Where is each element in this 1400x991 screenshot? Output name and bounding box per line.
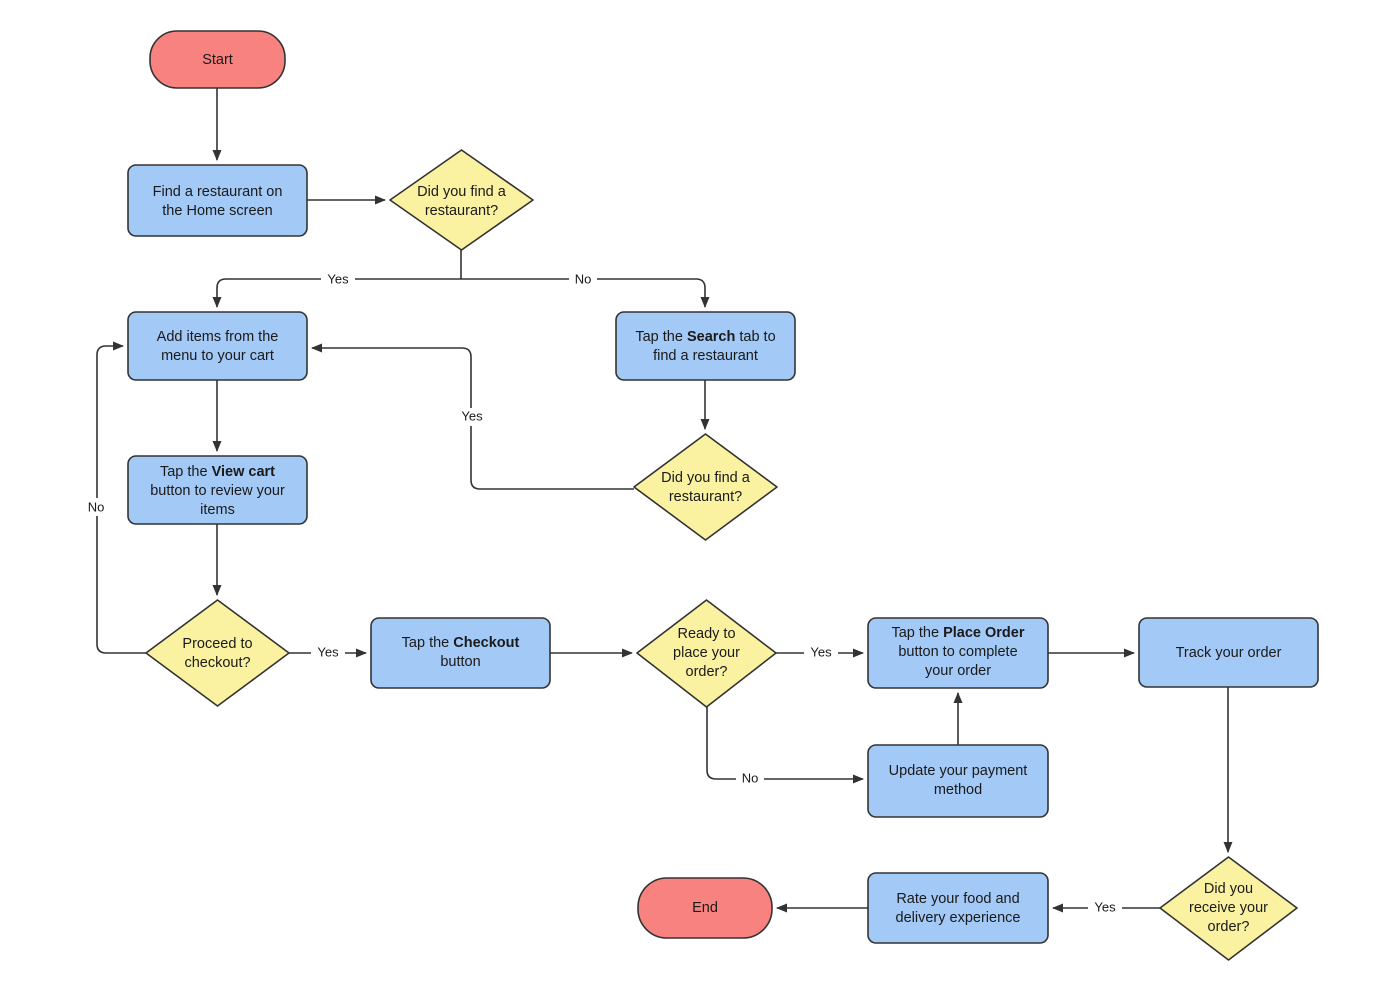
node-ready-line3: order? bbox=[686, 664, 728, 680]
node-update-payment-line2: method bbox=[934, 782, 982, 798]
node-ready-line2: place your bbox=[673, 645, 740, 661]
node-add-items-line1: Add items from the bbox=[157, 329, 279, 345]
node-decision-found-restaurant-1[interactable]: Did you find a restaurant? bbox=[389, 149, 534, 251]
node-add-items-line2: menu to your cart bbox=[161, 348, 274, 364]
edge-label-ready-no: No bbox=[742, 770, 759, 785]
edge-ready-q-no-to-update-payment bbox=[706, 707, 864, 784]
edge-label-received-yes: Yes bbox=[1094, 899, 1116, 914]
edge-found-q1-yes-to-add-items bbox=[212, 278, 461, 308]
node-tap-view-cart[interactable]: Tap the View cart button to review your … bbox=[127, 455, 308, 525]
node-start[interactable]: Start bbox=[149, 30, 286, 89]
edge-label-q1-no: No bbox=[575, 271, 592, 286]
node-found-q2-line1: Did you find a bbox=[661, 470, 751, 486]
node-rate-experience[interactable]: Rate your food and delivery experience bbox=[867, 872, 1049, 944]
node-find-restaurant-line1: Find a restaurant on bbox=[153, 184, 283, 200]
edge-labels: Yes No Yes No Yes Yes No Yes bbox=[81, 270, 1122, 917]
edge-label-ready-yes: Yes bbox=[810, 644, 832, 659]
node-find-restaurant-line2: the Home screen bbox=[162, 203, 272, 219]
node-decision-found-restaurant-2[interactable]: Did you find a restaurant? bbox=[633, 433, 778, 541]
node-checkout-line1: Tap the Checkout bbox=[402, 635, 520, 651]
node-rate-line2: delivery experience bbox=[896, 910, 1021, 926]
node-tap-checkout-button[interactable]: Tap the Checkout button bbox=[370, 617, 551, 689]
node-received-line3: order? bbox=[1208, 919, 1250, 935]
node-update-payment-line1: Update your payment bbox=[889, 763, 1028, 779]
node-search-tab-line2: find a restaurant bbox=[653, 348, 758, 364]
node-tap-place-order-button[interactable]: Tap the Place Order button to complete y… bbox=[867, 617, 1049, 689]
node-found-q2-line2: restaurant? bbox=[669, 489, 742, 505]
node-place-order-line2: button to complete bbox=[898, 644, 1017, 660]
node-update-payment-method[interactable]: Update your payment method bbox=[867, 744, 1049, 818]
node-received-line2: receive your bbox=[1189, 900, 1268, 916]
node-view-cart-line2: button to review your bbox=[150, 483, 285, 499]
edge-found-q1-no-to-search-tab bbox=[461, 278, 710, 308]
edge-label-proceed-no: No bbox=[88, 499, 105, 514]
node-place-order-line3: your order bbox=[925, 663, 991, 679]
node-track-order-label: Track your order bbox=[1176, 645, 1282, 661]
node-place-order-line1: Tap the Place Order bbox=[891, 625, 1024, 641]
node-search-tab-line1: Tap the Search tab to bbox=[635, 329, 775, 345]
node-add-items-to-cart[interactable]: Add items from the menu to your cart bbox=[127, 311, 308, 381]
node-rate-line1: Rate your food and bbox=[896, 891, 1019, 907]
node-start-label: Start bbox=[202, 52, 233, 68]
node-ready-line1: Ready to bbox=[677, 626, 735, 642]
node-track-order[interactable]: Track your order bbox=[1138, 617, 1319, 688]
node-found-q1-line2: restaurant? bbox=[425, 203, 498, 219]
node-decision-ready-place-order[interactable]: Ready to place your order? bbox=[636, 599, 777, 708]
node-end[interactable]: End bbox=[637, 877, 773, 939]
node-end-label: End bbox=[692, 900, 718, 916]
node-decision-proceed-checkout[interactable]: Proceed to checkout? bbox=[145, 599, 290, 707]
node-checkout-line2: button bbox=[440, 654, 480, 670]
node-found-q1-line1: Did you find a bbox=[417, 184, 507, 200]
node-received-line1: Did you bbox=[1204, 881, 1253, 897]
node-tap-search-tab[interactable]: Tap the Search tab to find a restaurant bbox=[615, 311, 796, 381]
edge-label-proceed-yes: Yes bbox=[317, 644, 339, 659]
node-view-cart-line3: items bbox=[200, 502, 235, 518]
node-find-restaurant-home[interactable]: Find a restaurant on the Home screen bbox=[127, 164, 308, 237]
edge-label-q2-yes: Yes bbox=[461, 408, 483, 423]
node-view-cart-line1: Tap the View cart bbox=[160, 464, 275, 480]
node-proceed-line2: checkout? bbox=[184, 655, 250, 671]
edge-label-q1-yes: Yes bbox=[327, 271, 349, 286]
node-proceed-line1: Proceed to bbox=[182, 636, 252, 652]
node-decision-received-order[interactable]: Did you receive your order? bbox=[1159, 856, 1298, 961]
